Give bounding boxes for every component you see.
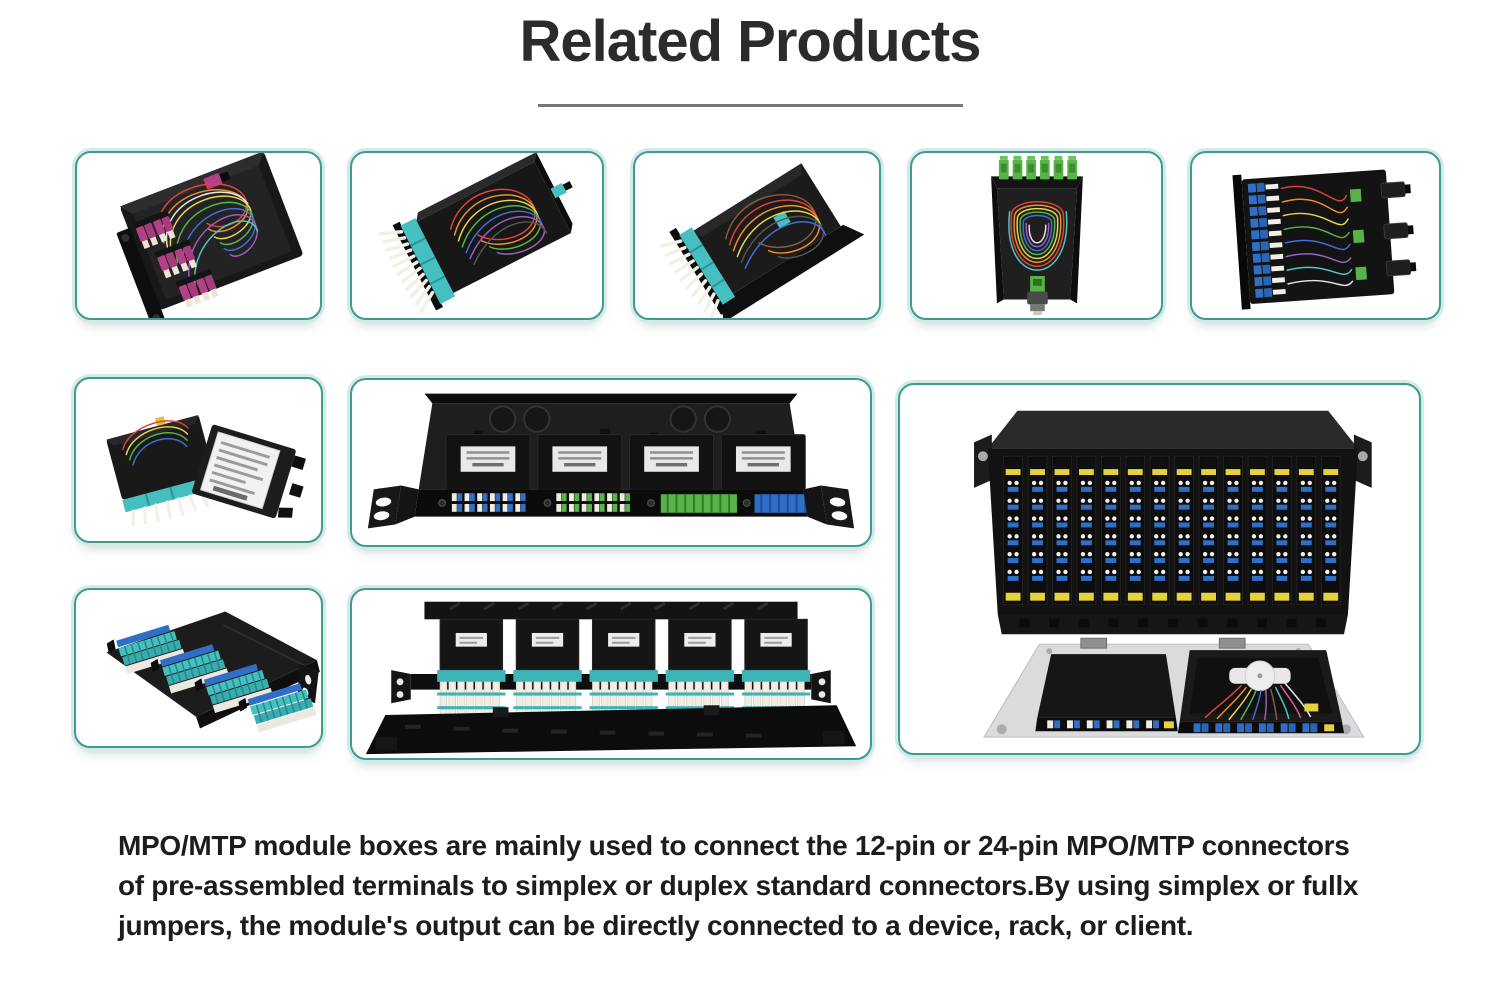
closed-cassette xyxy=(1035,654,1178,732)
fiber-cables xyxy=(725,194,827,269)
chassis-photo xyxy=(974,410,1372,738)
description-line-3: jumpers, the module's output can be dire… xyxy=(118,910,1194,941)
dust-cap-pins xyxy=(660,239,720,318)
aqua-adapter-banks xyxy=(106,624,317,733)
magenta-duplex-connectors xyxy=(132,210,219,308)
blue-lc-module-photo xyxy=(1232,169,1417,310)
fiber-cables xyxy=(449,188,548,266)
green-sc-box-photo xyxy=(991,155,1083,316)
product-card-10[interactable] xyxy=(898,383,1421,755)
product-card-6[interactable] xyxy=(74,377,323,543)
fiber-cables xyxy=(1204,682,1312,721)
five-module-bracket-photo xyxy=(365,601,857,755)
fiber-cables xyxy=(1280,185,1354,287)
description-paragraph: MPO/MTP module boxes are mainly used to … xyxy=(118,826,1438,946)
description-line-2: of pre-assembled terminals to simplex or… xyxy=(118,870,1359,901)
magenta-module-photo xyxy=(116,153,303,318)
product-card-1[interactable] xyxy=(75,151,322,320)
product-card-4[interactable] xyxy=(910,151,1163,320)
product-card-7[interactable] xyxy=(74,588,323,748)
sc-apc-connectors xyxy=(998,155,1078,180)
description-line-1: MPO/MTP module boxes are mainly used to … xyxy=(118,830,1350,861)
aqua-cassette-photo xyxy=(378,153,573,314)
product-card-9[interactable] xyxy=(350,588,872,760)
fiber-cables xyxy=(157,183,259,287)
blue-lc-rows xyxy=(1247,182,1286,298)
fiber-loops xyxy=(1008,201,1068,271)
product-card-5[interactable] xyxy=(1190,151,1441,320)
open-cassette-with-spool xyxy=(1177,650,1344,734)
title-underline xyxy=(538,104,963,107)
product-card-2[interactable] xyxy=(350,151,604,320)
angled-cassette-photo xyxy=(660,163,865,318)
mpo-ports xyxy=(1380,181,1417,277)
aqua-lc-modules xyxy=(437,618,811,721)
dust-cap-pins xyxy=(378,230,435,314)
spec-label-lines xyxy=(209,441,271,495)
open-enclosure-photo xyxy=(367,393,855,529)
product-card-8[interactable] xyxy=(350,378,872,547)
mpo-modules xyxy=(445,434,806,490)
page-title: Related Products xyxy=(519,9,982,74)
rack-drawer-photo xyxy=(106,611,320,733)
product-card-3[interactable] xyxy=(633,151,881,320)
cassette-pair-photo xyxy=(106,414,306,528)
front-connector-strips xyxy=(438,493,833,513)
